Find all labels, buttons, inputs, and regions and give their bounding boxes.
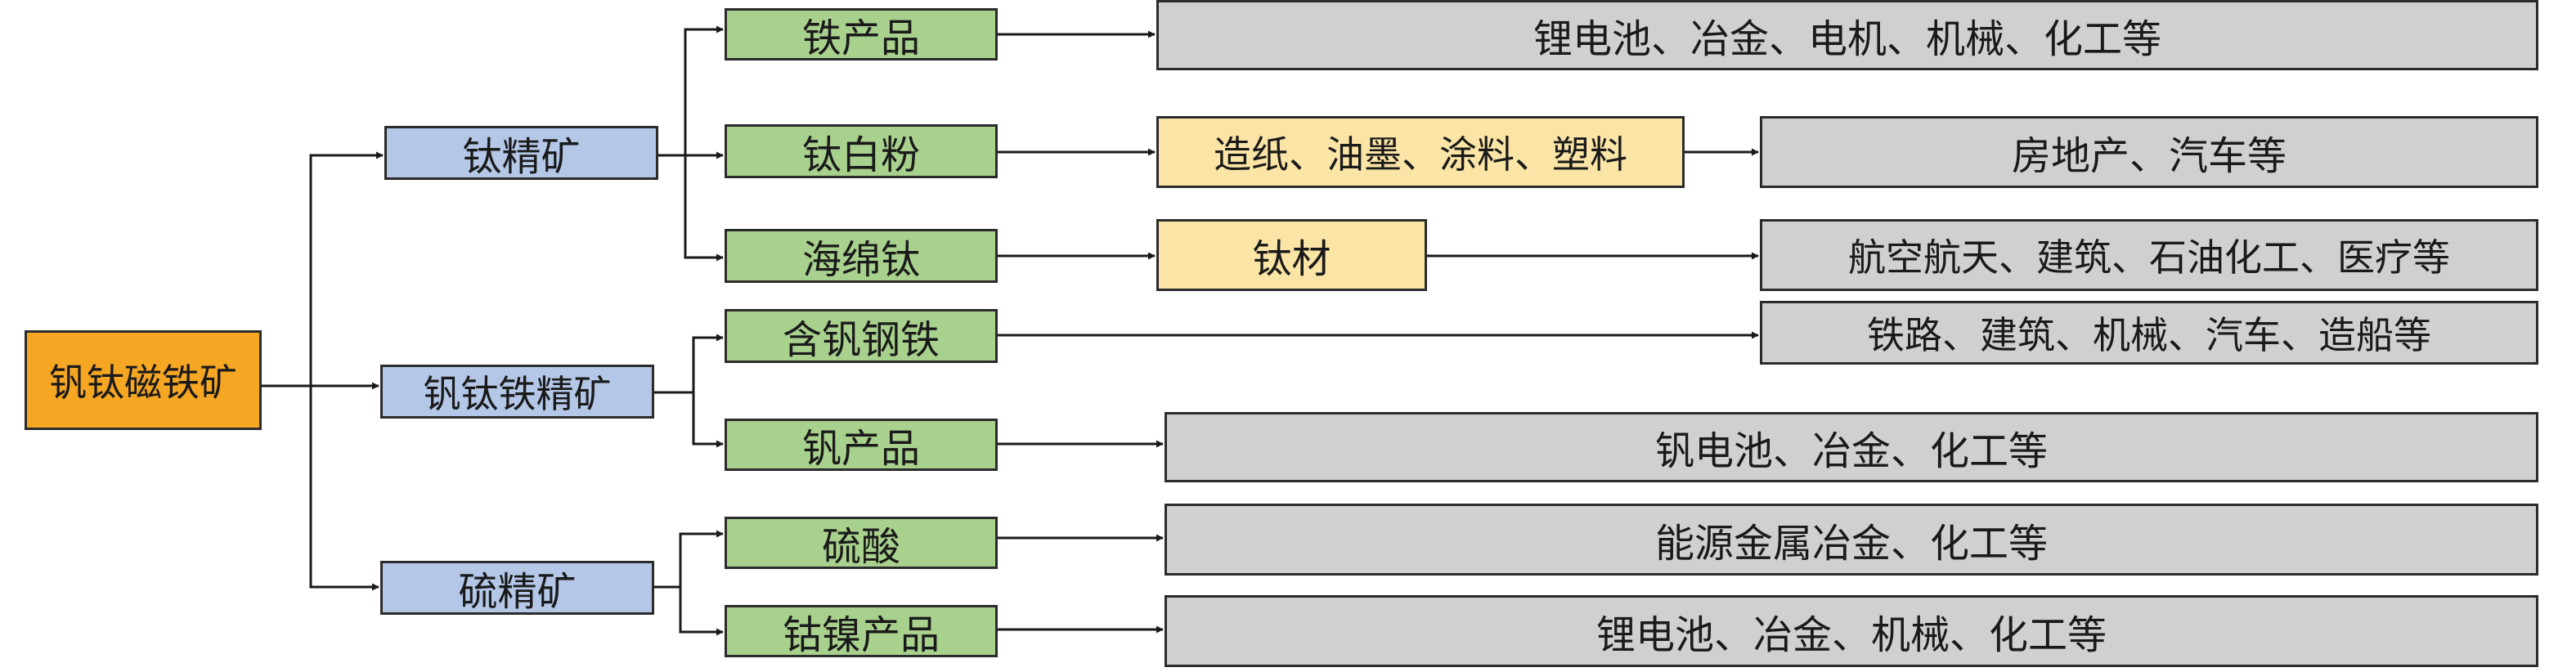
titanium-dioxide-node: 钛白粉 <box>725 124 998 178</box>
application-aerospace-node: 航空航天、建筑、石油化工、医疗等 <box>1760 219 2538 291</box>
paper-ink-coatings-plastics-node: 造纸、油墨、涂料、塑料 <box>1156 116 1685 188</box>
iron-products-node: 铁产品 <box>725 8 998 61</box>
sponge-titanium-node: 海绵钛 <box>725 229 998 283</box>
vanadium-products-node: 钒产品 <box>725 419 998 472</box>
vanadium-steel-node: 含钒钢铁 <box>725 309 998 363</box>
application-railway-node: 铁路、建筑、机械、汽车、造船等 <box>1760 301 2538 365</box>
application-cobalt-nickel-node: 锂电池、冶金、机械、化工等 <box>1165 595 2538 667</box>
connector-root-to-titanium-concentrate <box>262 151 384 388</box>
connector-root-to-sulfur-concentrate <box>309 386 379 591</box>
application-iron-node: 锂电池、冶金、电机、机械、化工等 <box>1156 0 2538 70</box>
connector-to-vanadium-steel <box>654 334 724 394</box>
titanium-materials-node: 钛材 <box>1156 219 1427 291</box>
vti-iron-concentrate-node: 钒钛铁精矿 <box>380 365 654 419</box>
sulfur-concentrate-node: 硫精矿 <box>380 561 654 615</box>
cobalt-nickel-products-node: 钴镍产品 <box>725 605 998 658</box>
connector-to-cobalt-nickel-products <box>679 587 724 636</box>
application-realestate-auto-node: 房地产、汽车等 <box>1760 116 2538 188</box>
sulfuric-acid-node: 硫酸 <box>725 517 998 570</box>
connector-to-vanadium-products <box>692 392 724 448</box>
connector-to-sulfuric-acid <box>654 530 724 589</box>
connector-to-sponge-titanium <box>684 155 724 262</box>
application-energy-metals-node: 能源金属冶金、化工等 <box>1165 504 2538 576</box>
application-vanadium-node: 钒电池、冶金、化工等 <box>1165 412 2538 482</box>
root-node: 钒钛磁铁矿 <box>25 330 262 430</box>
titanium-concentrate-node: 钛精矿 <box>384 126 658 180</box>
connector-to-iron-products <box>658 25 724 157</box>
